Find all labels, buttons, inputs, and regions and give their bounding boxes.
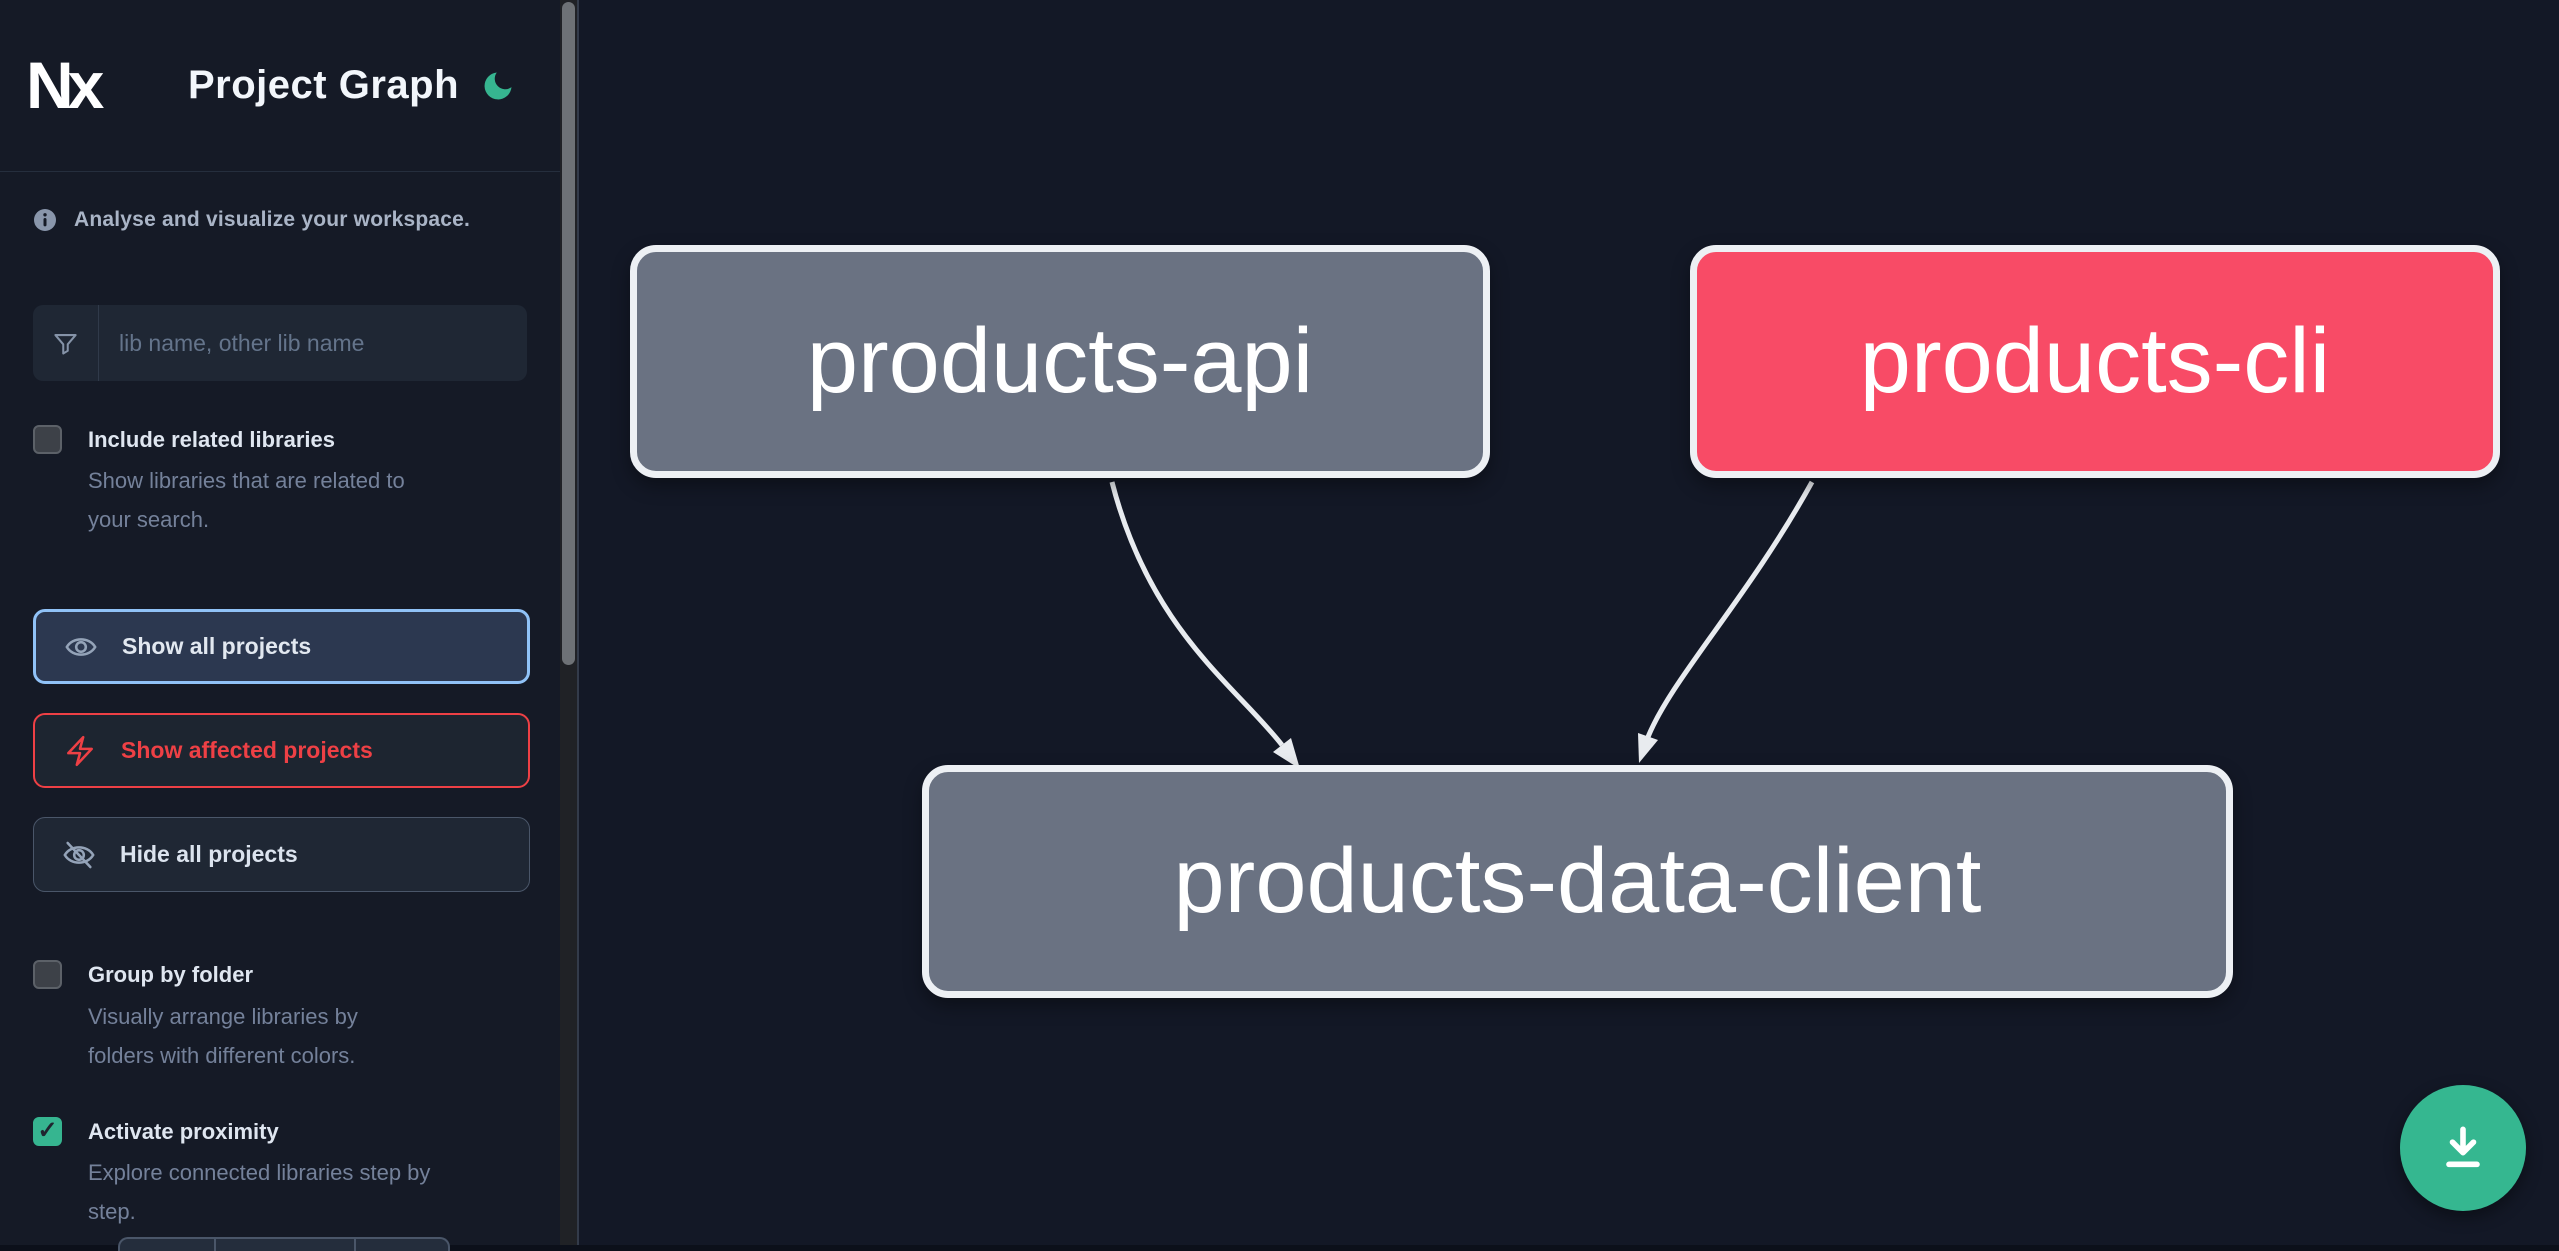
tagline-text: Analyse and visualize your workspace. xyxy=(74,208,471,231)
graph-node-products-api[interactable]: products-api xyxy=(630,245,1490,478)
bolt-icon xyxy=(67,735,93,766)
nx-logo: Nx xyxy=(30,52,111,120)
sidebar-content: Analyse and visualize your workspace. ✓ … xyxy=(0,208,560,1231)
filter-search-box xyxy=(33,305,527,381)
button-label: Hide all projects xyxy=(120,841,298,868)
dark-mode-toggle[interactable] xyxy=(480,67,516,105)
eye-icon xyxy=(65,637,97,656)
activate-proximity-checkbox[interactable]: ✓ xyxy=(33,1116,62,1146)
option-description: Visually arrange libraries by folders wi… xyxy=(88,1003,358,1068)
project-visibility-buttons: Show all projects Show affected projects… xyxy=(33,609,530,893)
proximity-stepper[interactable] xyxy=(118,1237,450,1251)
filter-icon-cell xyxy=(33,305,99,381)
eye-off-icon xyxy=(63,841,95,869)
button-label: Show all projects xyxy=(122,633,312,660)
option-label: Include related libraries xyxy=(88,427,335,452)
group-by-folder-checkbox[interactable]: ✓ xyxy=(33,960,62,990)
show-affected-projects-button[interactable]: Show affected projects xyxy=(33,713,530,789)
svg-text:Nx: Nx xyxy=(30,52,105,120)
graph-node-products-cli[interactable]: products-cli xyxy=(1690,245,2500,478)
sidebar: Nx Project Graph Analyse and visualize y… xyxy=(0,0,560,1251)
option-include-related-libraries: ✓ Include related libraries Show librari… xyxy=(33,423,527,539)
node-label: products-data-client xyxy=(1173,830,1982,932)
include-related-checkbox[interactable]: ✓ xyxy=(33,425,62,454)
graph-node-products-data-client[interactable]: products-data-client xyxy=(922,765,2233,998)
download-image-button[interactable] xyxy=(2400,1085,2526,1211)
moon-icon xyxy=(484,72,512,99)
proximity-value xyxy=(214,1239,356,1251)
option-label: Activate proximity xyxy=(88,1118,279,1144)
search-input[interactable] xyxy=(99,305,527,381)
option-group-by-folder: ✓ Group by folder Visually arrange libra… xyxy=(33,958,527,1074)
option-activate-proximity: ✓ Activate proximity Explore connected l… xyxy=(33,1115,527,1231)
funnel-icon xyxy=(54,333,77,355)
button-label: Show affected projects xyxy=(121,737,373,764)
info-icon xyxy=(34,209,56,231)
graph-canvas[interactable] xyxy=(579,0,2559,1245)
proximity-decrement[interactable] xyxy=(120,1239,214,1251)
option-label: Group by folder xyxy=(88,962,253,988)
sidebar-scrollbar-thumb[interactable] xyxy=(562,2,575,665)
sidebar-scrollbar-track[interactable] xyxy=(560,0,577,1245)
tagline-row: Analyse and visualize your workspace. xyxy=(33,208,527,232)
sidebar-divider xyxy=(577,0,579,1245)
page-title: Project Graph xyxy=(188,63,460,107)
proximity-increment[interactable] xyxy=(356,1239,448,1251)
download-icon xyxy=(2446,1126,2480,1168)
sidebar-header: Nx Project Graph xyxy=(0,0,560,172)
node-label: products-api xyxy=(806,310,1314,412)
option-description: Explore connected libraries step by step… xyxy=(88,1159,431,1225)
node-label: products-cli xyxy=(1859,310,2331,412)
option-description: Show libraries that are related to your … xyxy=(88,468,405,533)
hide-all-projects-button[interactable]: Hide all projects xyxy=(33,817,530,893)
show-all-projects-button[interactable]: Show all projects xyxy=(33,609,530,685)
